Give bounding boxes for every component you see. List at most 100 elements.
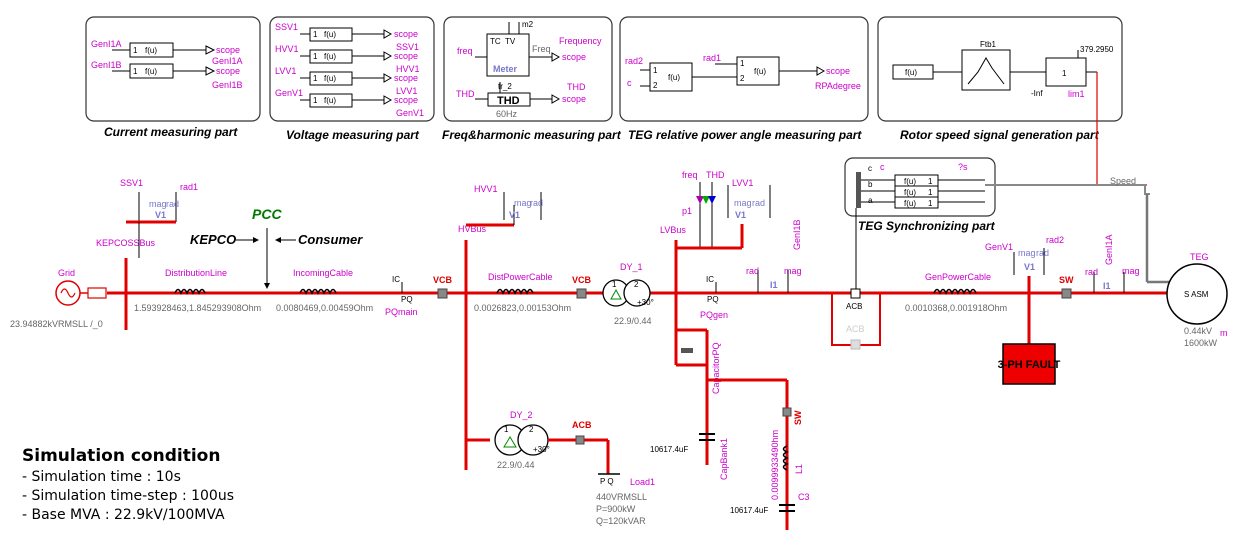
rotor-speed-panel: f(u) Ftb1 1 379.2950 -Inf lim1 Rotor spe… [877,16,1123,142]
svg-text:THD: THD [706,170,725,180]
svg-text:PQmain: PQmain [385,307,418,317]
voltage-o4: scope [394,95,418,105]
voltage-in3: LVV1 [275,66,296,76]
svg-text:Consumer: Consumer [298,232,363,247]
incoming-cable: IncomingCable 0.0080469,0.00459Ohm [276,268,373,313]
svg-text:rad: rad [1085,267,1098,277]
lvv1-meter: LVV1 mag rad V1 [712,178,771,250]
svg-text:0.0099933490hm: 0.0099933490hm [770,430,780,500]
distribution-line: DistributionLine 1.593928463,1.845293908… [134,268,261,313]
simulation-line-1: - Simulation time : 10s [22,469,181,485]
current-measuring-panel: GenI1A GenI1B 1 1 f(u) f(u) scope GenI1A… [85,16,261,139]
voltage-o5: GenV1 [396,108,424,118]
hvbus-label: HVBus [458,224,487,234]
sync-caption: TEG Synchronizing part [858,219,996,233]
dist-power-cable: DistPowerCable 0.0026823,0.00153Ohm [474,272,571,313]
svg-text:2: 2 [740,74,745,83]
svg-text:CapacitorPQ: CapacitorPQ [711,342,721,394]
svg-text:P=900kW: P=900kW [596,504,636,514]
svg-text:rad: rad [1036,248,1049,258]
teg-rad2: rad2 [625,56,643,66]
voltage-o2a: SSV1 [396,42,419,52]
svg-text:TV: TV [505,37,516,46]
svg-text:PQ: PQ [707,295,719,304]
svg-text:0.0080469,0.00459Ohm: 0.0080469,0.00459Ohm [276,303,373,313]
current-out2: scope [216,66,240,76]
svg-text:TC: TC [490,37,501,46]
svg-text:mag: mag [734,198,752,208]
voltage-f1: f(u) [324,30,336,39]
svg-text:+30°: +30° [533,445,550,454]
svg-text:Q=120kVAR: Q=120kVAR [596,516,646,526]
svg-text:Freq: Freq [532,44,551,54]
svg-text:60Hz: 60Hz [496,109,518,119]
thd-in: THD [456,89,475,99]
voltage-o4a: LVV1 [396,86,417,96]
svg-text:1: 1 [313,74,318,83]
svg-text:1: 1 [133,46,138,55]
svg-text:1: 1 [928,188,933,197]
svg-text:GenI1A: GenI1A [1104,234,1114,265]
l1-inductor: L1 0.0099933490hm [770,430,804,500]
svg-text:a: a [868,196,873,205]
svg-text:VCB: VCB [433,275,453,285]
hvv1-meter: HVV1 mag rad V1 [466,184,543,227]
teg-caption: TEG relative power angle measuring part [628,128,862,142]
pqmain-meter: IC PQ PQmain [385,275,418,317]
svg-text:1: 1 [928,199,933,208]
svg-text:SW: SW [1059,275,1074,285]
svg-text:HVV1: HVV1 [474,184,498,194]
svg-text:TEG: TEG [1190,252,1209,262]
svg-text:+30°: +30° [637,298,654,307]
voltage-measuring-panel: SSV1 HVV1 LVV1 GenV1 1 1 1 1 f(u) f(u) f… [269,16,435,142]
current-caption: Current measuring part [104,125,238,139]
current-f2: f(u) [145,67,157,76]
svg-text:f(u): f(u) [904,188,916,197]
c3-capacitor: C3 10617.4uF [730,492,810,515]
teg-sync-panel: c b a c f(u) f(u) f(u) 1 1 1 ?s TEG Sync… [844,157,996,289]
freq-scope2: scope [562,94,586,104]
frequency-label: Frequency [559,36,602,46]
svg-text:rad: rad [746,266,759,276]
svg-text:m: m [1220,328,1228,338]
current-in2: GenI1B [91,60,122,70]
voltage-o2: scope [394,51,418,61]
teg-machine: S ASM TEG 0.44kV m 1600kW [1166,252,1228,348]
svg-text:440VRMSLL: 440VRMSLL [596,492,647,502]
svg-text:1: 1 [740,59,745,68]
svg-text:Load1: Load1 [630,477,655,487]
svg-text:L1: L1 [794,464,804,474]
svg-text:1.593928463,1.845293908Ohm: 1.593928463,1.845293908Ohm [134,303,261,313]
svg-text:22.9/0.44: 22.9/0.44 [497,460,535,470]
teg-rpa: RPAdegree [815,81,861,91]
svg-text:DY_2: DY_2 [510,410,533,420]
pqgen-meter: IC PQ PQgen [700,275,728,320]
svg-text:CapBank1: CapBank1 [719,438,729,480]
grid-source: Grid 23.94882kVRMSLL /_0 [10,268,107,329]
svg-text:f(u): f(u) [904,199,916,208]
freq-harmonic-panel: m2 TC TV Meter freq Freq Frequency scope… [442,16,622,142]
svg-text:c: c [868,164,872,173]
svg-text:379.2950: 379.2950 [1080,45,1114,54]
svg-text:GenI1B: GenI1B [792,219,802,250]
geni1b-probe: rad I1 mag GenI1B [746,219,802,293]
svg-text:ACB: ACB [846,324,865,334]
thd-block-label: THD [497,95,520,107]
freq-scope1: scope [562,52,586,62]
svg-text:P Q: P Q [600,477,614,486]
three-phase-fault: 3-PH FAULT [998,343,1061,385]
svg-text:mag: mag [1122,266,1140,276]
svg-text:mag: mag [514,198,532,208]
svg-text:KEPCO: KEPCO [190,232,236,247]
svg-text:DY_1: DY_1 [620,262,643,272]
svg-text:1600kW: 1600kW [1184,338,1218,348]
svg-text:LVV1: LVV1 [732,178,753,188]
svg-text:S ASM: S ASM [1184,290,1209,299]
svg-text:freq: freq [682,170,698,180]
svg-text:c: c [880,162,885,172]
svg-text:0.0026823,0.00153Ohm: 0.0026823,0.00153Ohm [474,303,571,313]
svg-text:rad1: rad1 [180,182,198,192]
teg-scope: scope [826,66,850,76]
voltage-in1: SSV1 [275,22,298,32]
